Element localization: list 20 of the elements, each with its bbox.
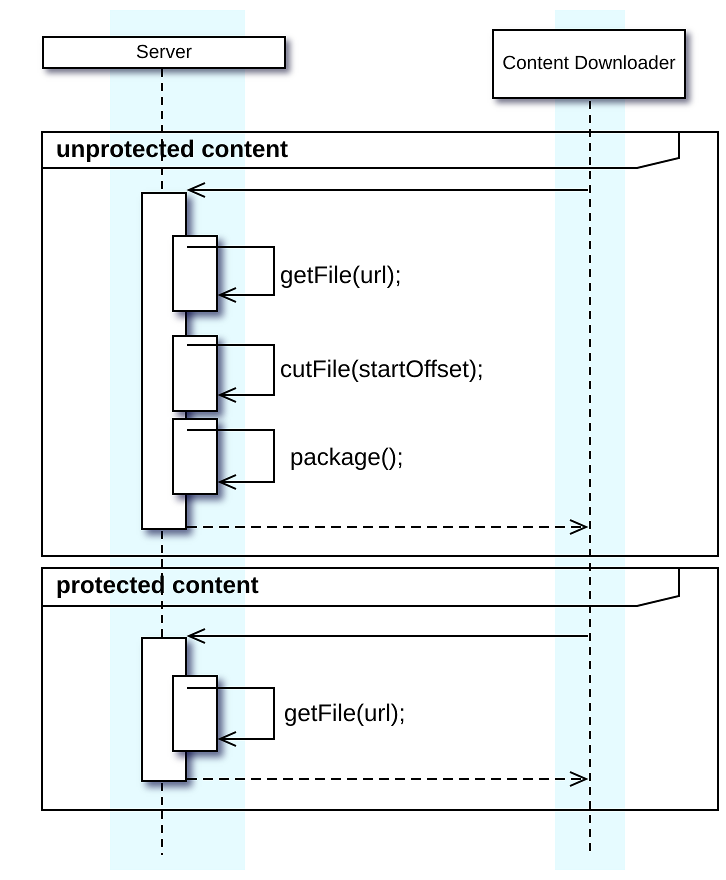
self-message-arrow [187,246,275,303]
self-message-arrow [187,429,275,490]
activation-bar [172,235,218,312]
self-message-arrow [187,344,275,403]
activation-bar [172,418,218,495]
fragment-title: unprotected content [56,135,288,165]
message-arrow [188,628,588,644]
message-label: cutFile(startOffset); [280,356,484,384]
return-arrow [187,519,587,535]
activation-bar [172,675,218,752]
message-label: getFile(url); [284,700,406,728]
self-message-arrow [187,687,275,747]
fragment-title: protected content [56,571,259,601]
message-arrow [188,182,588,198]
message-label: getFile(url); [280,262,402,290]
message-label: package(); [290,444,404,472]
participant-box: Content Downloader [492,29,686,99]
return-arrow [187,771,587,787]
activation-bar [172,335,218,412]
participant-box: Server [42,36,286,69]
